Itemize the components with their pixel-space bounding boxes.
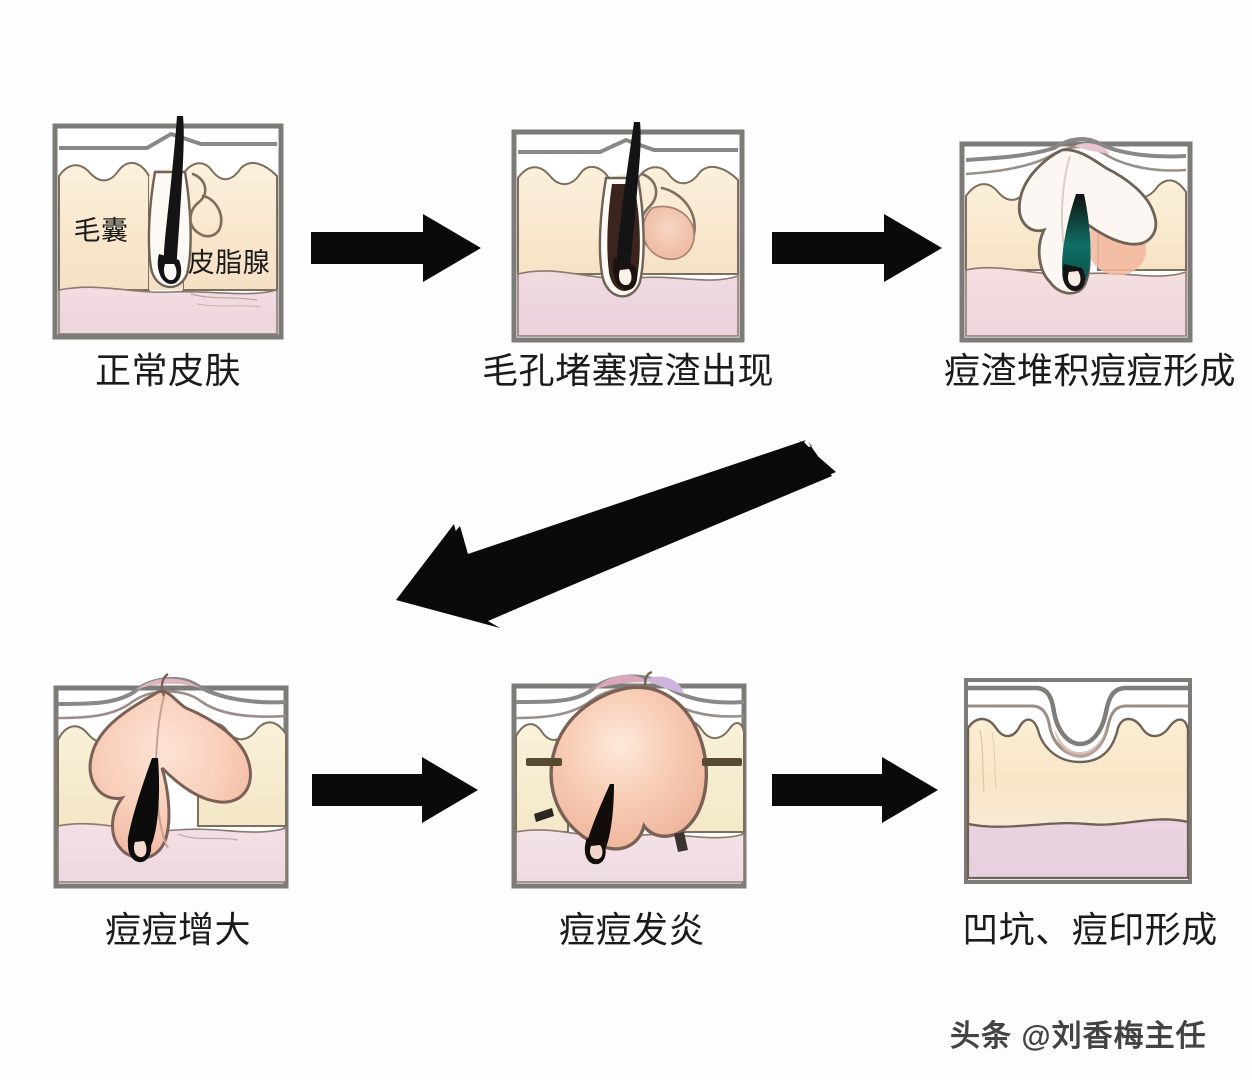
arrow-down-left-icon (388, 432, 836, 628)
step-6-caption: 凹坑、痘印形成 (962, 909, 1218, 950)
step-4-caption: 痘痘增大 (104, 909, 251, 950)
step-6-panel (962, 672, 1194, 890)
skin-cross-section-clogged-pore-icon (510, 122, 746, 344)
step-2-caption: 毛孔堵塞痘渣出现 (481, 350, 774, 391)
arrow-right-icon-3 (312, 757, 478, 823)
arrow-right-icon-4 (772, 757, 938, 823)
step-3-caption: 痘渣堆积痘痘形成 (943, 350, 1236, 391)
step-3-panel (958, 122, 1194, 344)
step-2-panel (510, 122, 746, 344)
arrow-right-icon-2 (772, 214, 942, 282)
step-5-panel (508, 662, 756, 898)
step-1-panel: 毛囊 皮脂腺 (51, 114, 285, 340)
skin-cross-section-inflamed-pimple-icon (508, 662, 756, 898)
skin-cross-section-normal-icon (51, 114, 285, 340)
step-4-panel (50, 662, 298, 898)
skin-cross-section-scar-icon (962, 672, 1194, 890)
skin-cross-section-comedone-icon (958, 122, 1194, 344)
skin-cross-section-enlarging-pimple-icon (50, 662, 298, 898)
step-1-caption: 正常皮肤 (94, 350, 241, 391)
annotation-follicle: 毛囊 (73, 216, 129, 246)
annotation-sebaceous-gland: 皮脂腺 (187, 248, 271, 278)
step-5-caption: 痘痘发炎 (558, 909, 705, 950)
arrow-right-icon-1 (311, 214, 481, 282)
watermark: 头条 @刘香梅主任 (950, 1020, 1207, 1053)
